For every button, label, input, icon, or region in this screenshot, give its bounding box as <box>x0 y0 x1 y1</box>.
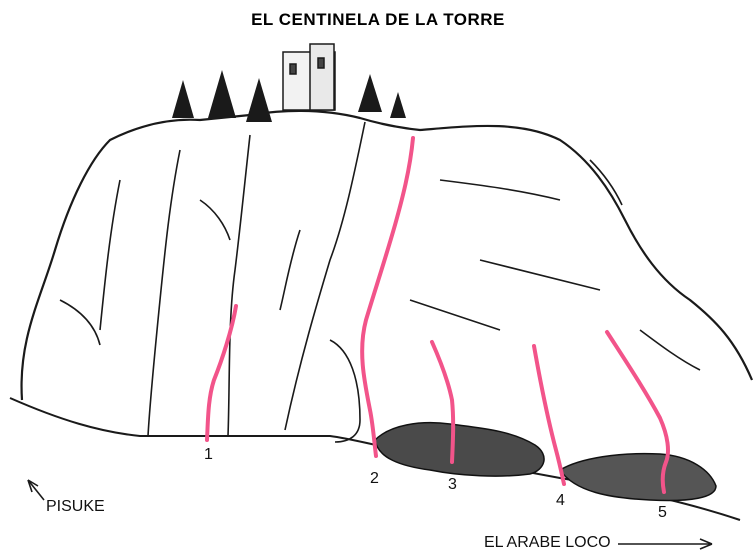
route-line-5 <box>605 330 670 494</box>
rock-cracks <box>59 121 701 443</box>
route-number-2: 2 <box>370 470 379 487</box>
pisuke-arrow <box>27 479 45 501</box>
tower <box>282 43 336 111</box>
route-number-5: 5 <box>658 504 667 521</box>
route-number-1: 1 <box>204 446 213 463</box>
route-line-3 <box>430 340 456 464</box>
route-line-4 <box>532 344 566 486</box>
page-title: EL CENTINELA DE LA TORRE <box>251 10 505 29</box>
route-line-2 <box>360 136 415 458</box>
crag-outline <box>20 109 754 401</box>
route-number-4: 4 <box>556 492 565 509</box>
el-arabe-loco-label: EL ARABE LOCO <box>484 534 611 551</box>
trees <box>172 70 406 122</box>
boulder-left <box>374 421 545 477</box>
pisuke-label: PISUKE <box>46 498 105 515</box>
route-number-3: 3 <box>448 476 457 493</box>
boulder-right <box>558 452 717 502</box>
route-line-1 <box>205 304 238 442</box>
direction-arrows <box>27 479 713 550</box>
route-lines <box>205 136 670 494</box>
